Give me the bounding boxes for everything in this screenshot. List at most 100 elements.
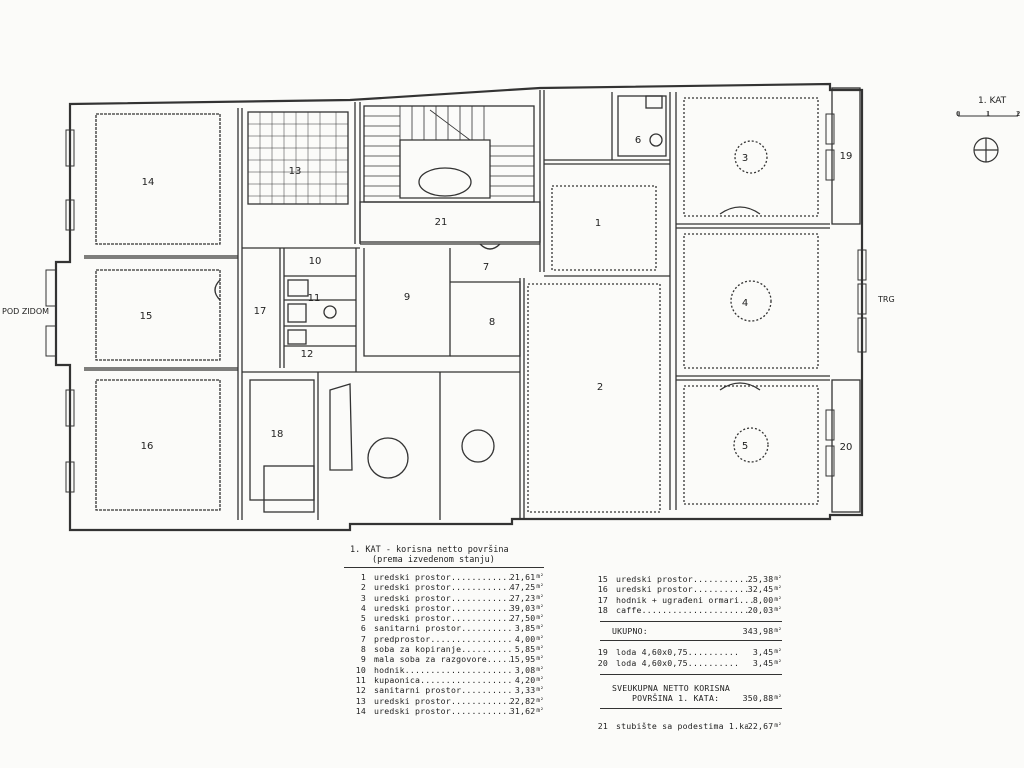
room-numbers: 1 2 3 4 5 6 7 8 9 10 11 12 13 14 15 16 1…	[140, 135, 853, 453]
legend-name: predprostor................	[374, 633, 513, 644]
stubiste-num: 21	[597, 720, 608, 731]
legend-name: loda 4,60x0,75..........	[616, 657, 740, 668]
unit: m²	[536, 634, 544, 642]
room-number: 13	[289, 166, 302, 177]
scale-tick: 2	[1016, 110, 1021, 118]
legend-value: 3,45	[752, 657, 774, 668]
legend-name: hodnik.....................	[374, 664, 513, 675]
legend-num: 8	[360, 644, 366, 655]
sveukupna-line1: SVEUKUPNA NETTO KORISNA	[612, 683, 730, 694]
unit: m²	[774, 721, 782, 729]
room-number: 10	[309, 256, 322, 267]
sveukupna-value: 350,88	[742, 693, 774, 704]
room-number: 11	[308, 293, 321, 304]
legend-value: 3,85	[514, 623, 536, 634]
legend-name: uredski prostor............	[374, 602, 510, 613]
legend-num: 7	[360, 633, 366, 644]
floor-plan: 1 2 3 4 5 6 7 8 9 10 11 12 13 14 15 16 1…	[2, 82, 1019, 532]
room-number: 6	[635, 135, 641, 146]
legend-num: 18	[597, 604, 608, 615]
legend-name: mala soba za razgovore.....	[374, 654, 510, 665]
unit: m²	[536, 696, 544, 704]
unit: m²	[536, 624, 544, 632]
legend-value: 21,61	[509, 572, 536, 582]
ukupno-label: UKUPNO:	[612, 626, 648, 637]
legend-name: hodnik + ugrađeni ormari...	[616, 594, 753, 605]
legend-value: 3,45	[752, 647, 774, 658]
legend-title-line2: (prema izvedenom stanju)	[372, 555, 495, 565]
legend-value: 4,00	[514, 633, 536, 644]
stubiste-text: stubište sa podestima 1.kat..	[616, 720, 748, 731]
legend-num: 1	[360, 572, 366, 582]
legend-name: uredski prostor............	[374, 592, 510, 603]
legend-num: 10	[355, 664, 366, 675]
legend-value: 22,82	[509, 695, 536, 706]
legend-name: sanitarni prostor..........	[374, 685, 513, 696]
stubiste-row: 21 stubište sa podestima 1.kat.. 22,67 m…	[586, 721, 782, 731]
legend-name: uredski prostor............	[616, 574, 748, 584]
legend-num: 5	[360, 613, 366, 624]
legend-num: 9	[360, 654, 366, 665]
unit: m²	[536, 665, 544, 673]
room-number: 16	[141, 441, 154, 452]
trg-label: TRG	[877, 295, 895, 304]
unit: m²	[536, 645, 544, 653]
scale-tick: 0	[956, 110, 961, 118]
stubiste-value: 22,67	[747, 720, 774, 731]
unit: m²	[774, 627, 782, 635]
legend-num: 14	[355, 705, 366, 716]
unit: m²	[774, 605, 782, 613]
scale-title: 1. KAT	[978, 96, 1007, 106]
unit: m²	[774, 694, 782, 702]
legend-title: 1. KAT - korisna netto površina (prema i…	[350, 545, 509, 565]
legend-value: 8,00	[752, 594, 774, 605]
ukupno-row: UKUPNO: 343,98 m²	[586, 626, 782, 636]
room-number: 12	[301, 349, 314, 360]
unit: m²	[774, 658, 782, 666]
legend-value: 20,03	[747, 604, 774, 615]
ukupno-value: 343,98	[742, 626, 774, 637]
legend-name: loda 4,60x0,75..........	[616, 647, 740, 658]
legend-name: uredski prostor............	[374, 572, 510, 582]
legend-value: 3,33	[514, 685, 536, 696]
room-number: 5	[742, 441, 748, 452]
unit: m²	[536, 706, 544, 714]
legend-value: 31,62	[509, 705, 536, 716]
legend-value: 27,23	[509, 592, 536, 603]
unit: m²	[536, 583, 544, 591]
legend-value: 4,20	[514, 674, 536, 685]
legend-num: 16	[597, 584, 608, 595]
legend-num: 19	[597, 647, 608, 658]
legend-name: uredski prostor............	[374, 613, 510, 624]
legend-value: 47,25	[509, 582, 536, 593]
legend-num: 17	[597, 594, 608, 605]
legend-name: uredski prostor............	[374, 695, 510, 706]
legend-name: soba za kopiranje..........	[374, 644, 513, 655]
legend-value: 27,50	[509, 613, 536, 624]
legend-value: 25,38	[747, 574, 774, 584]
unit: m²	[774, 648, 782, 656]
room-number: 20	[840, 442, 853, 453]
room-number: 17	[254, 306, 267, 317]
unit: m²	[536, 573, 544, 580]
sveukupna-line2: POVRŠINA 1. KATA:	[632, 693, 720, 704]
room-number: 2	[597, 382, 603, 393]
